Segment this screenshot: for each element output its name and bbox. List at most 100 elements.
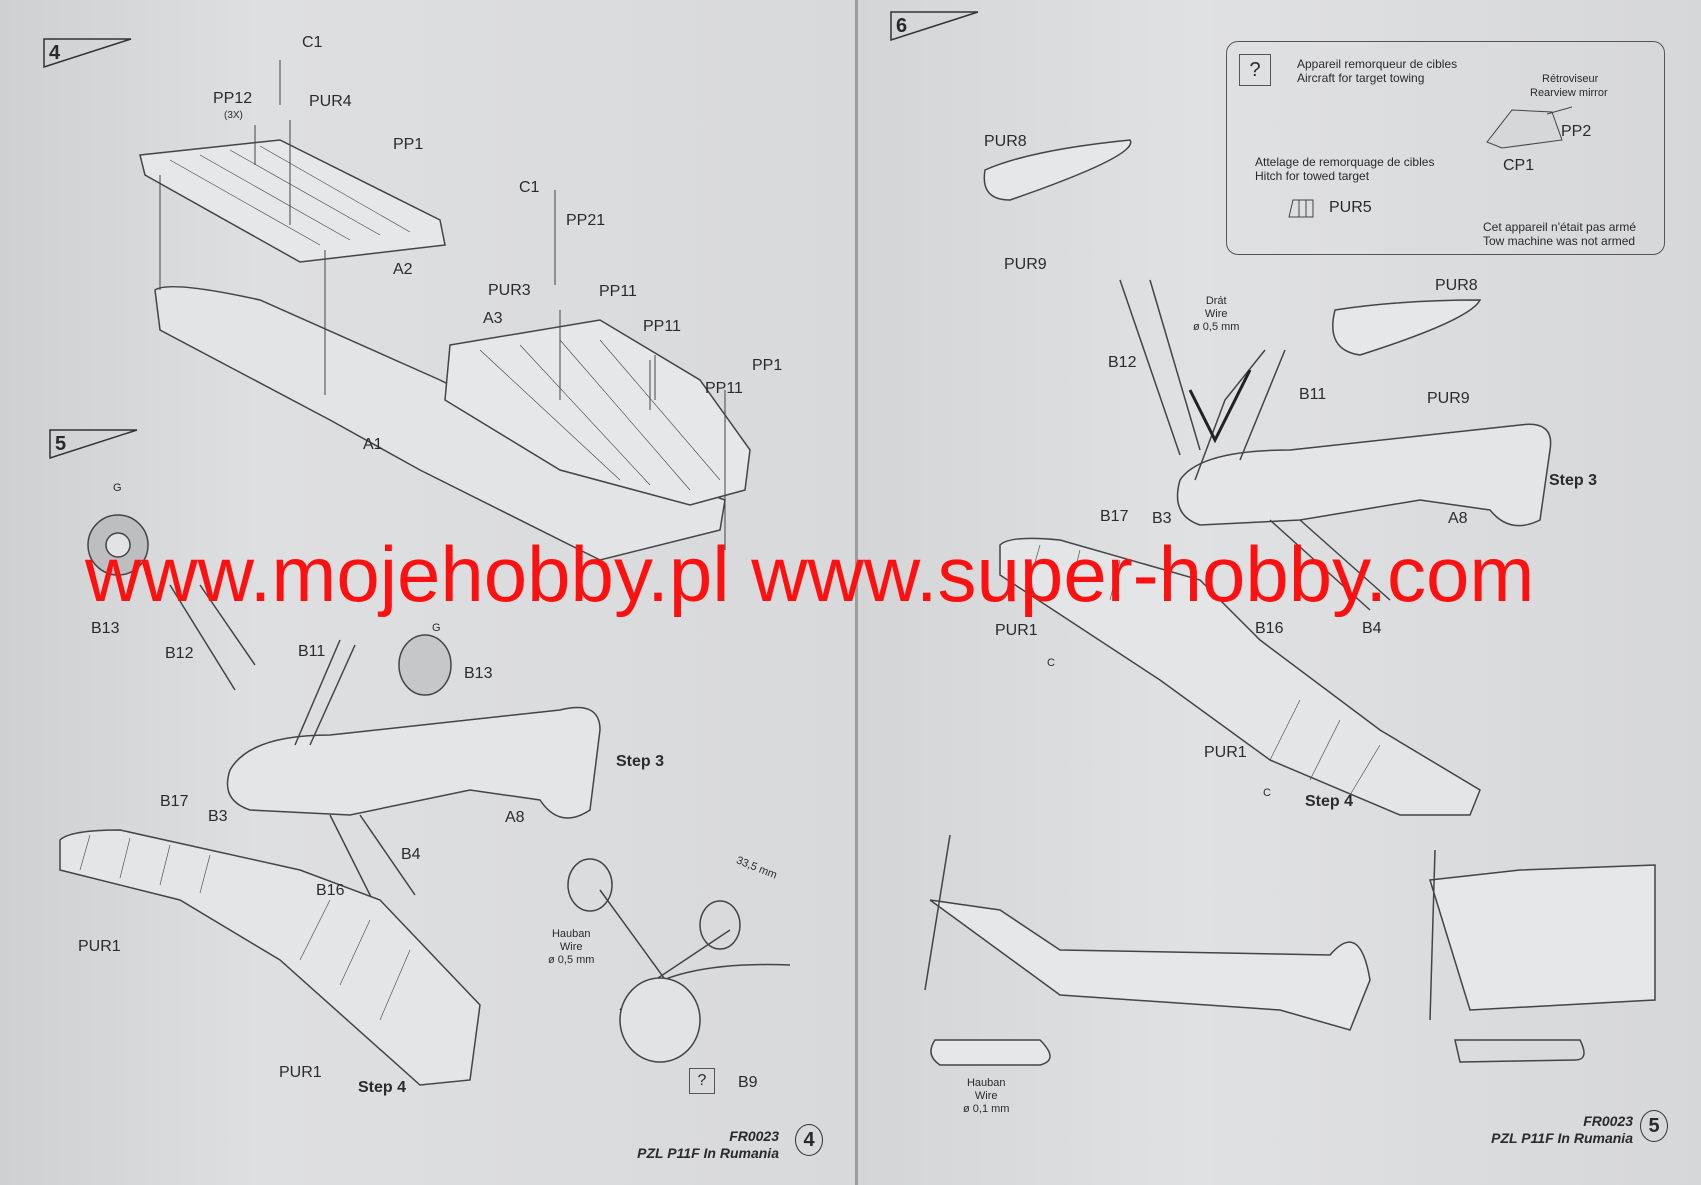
optional-part-icon: ?	[689, 1068, 715, 1094]
wire-note-cz: Drát	[1205, 295, 1227, 307]
wire-note-en: Wire	[974, 1090, 998, 1102]
landing-gear-struts	[599, 889, 791, 1011]
hitch-pur5-drawing	[1288, 199, 1314, 218]
part-label: B11	[298, 643, 326, 660]
part-label: PUR9	[1427, 390, 1470, 407]
step-5-marker: 5	[49, 429, 139, 459]
part-quantity: (3X)	[224, 110, 243, 121]
step-number: 6	[896, 15, 908, 37]
wing-ribs	[169, 145, 721, 491]
part-label: PP1	[752, 357, 783, 374]
upper-wing-right-a3	[444, 319, 751, 506]
wire-note-fr: Hauban	[966, 1077, 1006, 1089]
step-6-marker: 6	[890, 11, 980, 41]
part-label: B9	[738, 1074, 758, 1091]
wire-note-en: Wire	[1204, 308, 1228, 320]
part-label: B16	[316, 882, 345, 899]
glue-marker: C	[1047, 657, 1055, 669]
hitch-fr: Attelage de remorquage de cibles	[1255, 155, 1435, 169]
pur8-part	[983, 139, 1132, 201]
page-number: 4	[795, 1124, 823, 1156]
footer-left: FR0023 PZL P11F In Rumania	[637, 1128, 779, 1162]
part-label: A2	[393, 261, 413, 278]
glue-marker: C	[1263, 787, 1271, 799]
towing-en: Aircraft for target towing	[1297, 71, 1425, 85]
part-label: PUR9	[1004, 256, 1047, 273]
part-label: B12	[165, 645, 194, 662]
assembled-aircraft-front	[1429, 864, 1656, 1011]
optional-part-icon: ?	[1239, 54, 1271, 86]
step-flag-shape	[890, 11, 979, 41]
unarmed-fr: Cet appareil n'était pas armé	[1483, 220, 1637, 234]
assembly-arrows	[159, 60, 726, 550]
fuselage-step3	[226, 706, 601, 819]
mirror-fr: Rétroviseur	[1542, 73, 1599, 85]
step-flag-shape	[43, 38, 132, 68]
target-towing-note-box: ? Appareil remorqueur de cibles Aircraft…	[1226, 41, 1665, 255]
part-label: PUR5	[1329, 199, 1372, 216]
wire-note-top: Drát Wire ø 0,5 mm	[1193, 295, 1239, 334]
wheel-b13	[398, 634, 452, 696]
part-label: PUR8	[1435, 277, 1478, 294]
landing-gear-wheel	[699, 900, 741, 950]
part-label: A3	[483, 310, 503, 327]
lower-wing-step4-right	[999, 537, 1481, 816]
part-label: B17	[160, 793, 189, 810]
part-label: PP11	[643, 318, 681, 335]
part-label: PP12	[213, 90, 253, 107]
product-title: PZL P11F In Rumania	[637, 1145, 779, 1161]
wire-note-bottom: Hauban Wire ø 0,1 mm	[963, 1077, 1009, 1116]
part-label: B11	[1299, 386, 1327, 403]
page-fold	[855, 0, 858, 1185]
part-label: CP1	[1503, 157, 1535, 174]
part-label: PUR4	[309, 93, 352, 110]
part-label: B12	[1108, 354, 1137, 371]
upper-wing-left-a2	[139, 139, 446, 263]
wire-note-size: ø 0,1 mm	[963, 1103, 1010, 1115]
page-number: 5	[1640, 1110, 1668, 1142]
part-label: PP11	[705, 380, 743, 397]
part-label: B16	[1255, 620, 1284, 637]
step-4-marker: 4	[43, 38, 133, 68]
part-label: PUR1	[279, 1064, 322, 1081]
part-label: PUR3	[488, 282, 531, 299]
step-number: 5	[55, 433, 67, 455]
front-propeller-and-ski	[1429, 849, 1585, 1063]
propeller	[924, 834, 951, 991]
watermark: www.mojehobby.pl www.super-hobby.com	[85, 530, 1535, 618]
landing-gear-wheel	[567, 858, 613, 912]
lower-wing-step4	[59, 829, 481, 1086]
part-label: PP11	[599, 283, 637, 300]
wire-note-size: ø 0,5 mm	[1193, 321, 1240, 333]
part-label: PUR1	[1204, 744, 1247, 761]
part-label: PP1	[393, 136, 424, 153]
part-label: B4	[1362, 620, 1382, 637]
step-3-label: Step 3	[616, 753, 665, 770]
wire-note-fr: Hauban	[551, 928, 591, 940]
wheel-hub	[105, 532, 131, 558]
mirror-en: Rearview mirror	[1530, 87, 1608, 99]
glue-marker: G	[432, 622, 441, 634]
part-label: A1	[363, 436, 383, 453]
product-code: FR0023	[1583, 1113, 1633, 1129]
struts-right	[1119, 279, 1391, 611]
part-label: A8	[1448, 510, 1468, 527]
step-3-label: Step 3	[1549, 472, 1598, 489]
part-label: A8	[505, 809, 525, 826]
canopy-cp1-drawing	[1486, 106, 1572, 149]
assembled-aircraft-side	[929, 899, 1371, 1031]
part-label: C1	[519, 179, 540, 196]
step-4-label: Step 4	[358, 1079, 407, 1096]
part-label: PP21	[566, 212, 606, 229]
part-label: PP2	[1561, 123, 1592, 140]
part-label: B4	[401, 846, 421, 863]
wing-ribs	[1029, 544, 1381, 796]
step-number: 4	[49, 42, 61, 64]
hitch-en: Hitch for towed target	[1255, 169, 1370, 183]
fuselage-step3-right	[1176, 423, 1552, 527]
wing-ribs	[79, 834, 411, 1021]
step-flag-shape	[49, 429, 138, 459]
step-4-label: Step 4	[1305, 793, 1354, 810]
product-title: PZL P11F In Rumania	[1491, 1130, 1633, 1146]
